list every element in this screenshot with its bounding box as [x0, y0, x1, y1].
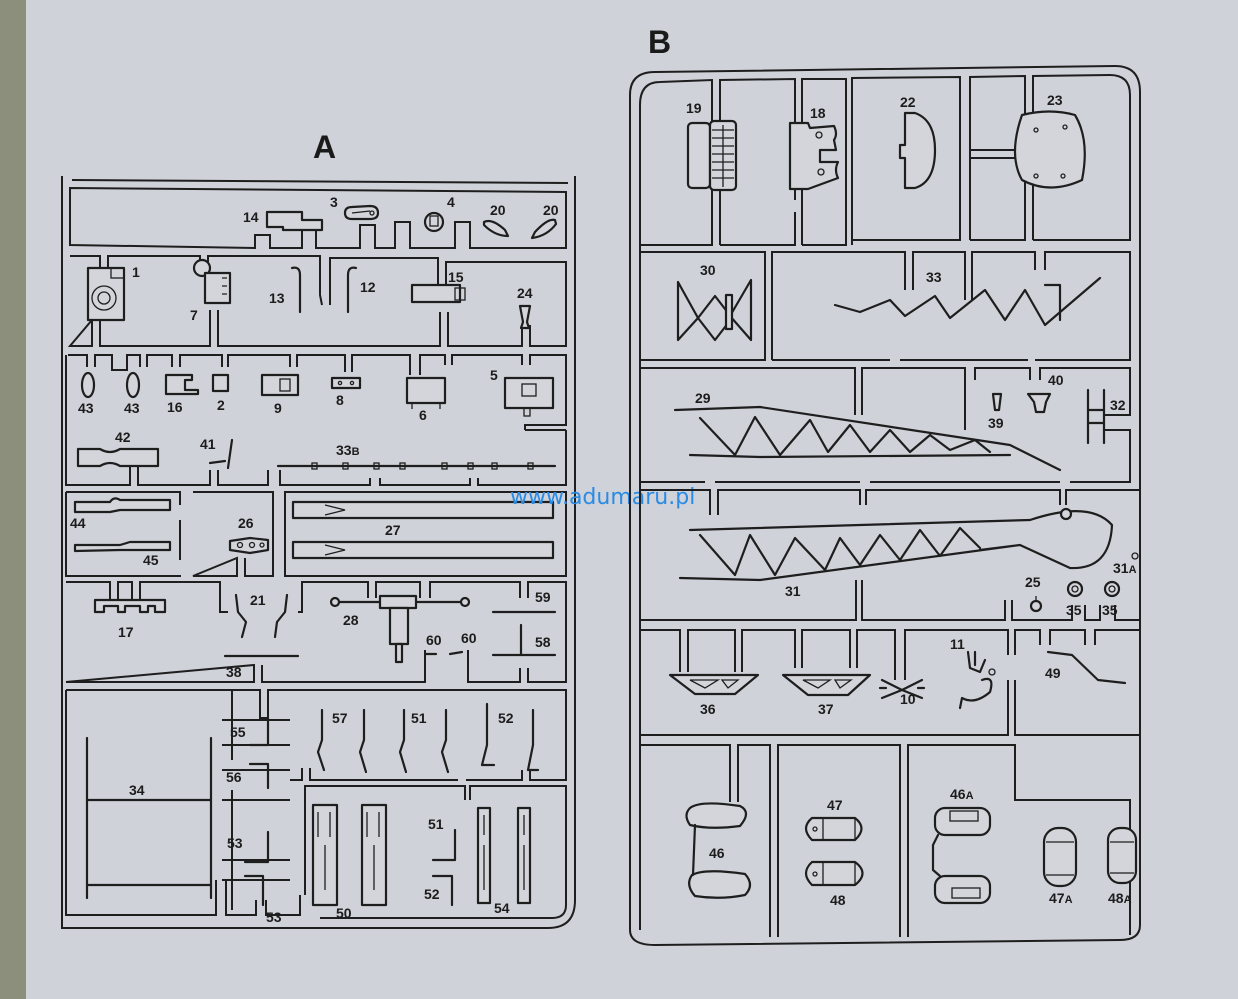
part-11-label: 11	[950, 636, 965, 652]
part-53a-label: 57	[332, 710, 348, 726]
part-26-label: 26	[238, 515, 254, 531]
part-35b-label: 35	[1102, 602, 1118, 618]
part-41-label: 41	[200, 436, 216, 452]
part-31a-label: 31A	[1113, 560, 1137, 576]
part-40-label: 40	[1048, 372, 1064, 388]
part-45-label: 45	[143, 552, 159, 568]
part-22-label: 22	[900, 94, 916, 110]
part-2-label: 2	[217, 397, 225, 413]
part-50-label: 50	[336, 905, 352, 921]
part-12-label: 12	[360, 279, 376, 295]
part-3-label: 3	[330, 194, 338, 210]
frame-a-outline	[61, 176, 576, 929]
part-46a-label: 46A	[950, 786, 974, 802]
part-36-label: 36	[700, 701, 716, 717]
part-13-label: 13	[269, 290, 285, 306]
part-60b-label: 60	[461, 630, 477, 646]
part-14-label: 14	[243, 209, 259, 225]
part-47a-label: 47A	[1049, 890, 1073, 906]
frame-a-letter: A	[313, 129, 336, 165]
part-23-label: 23	[1047, 92, 1063, 108]
part-14-shape	[265, 210, 324, 232]
part-35a-label: 35	[1066, 602, 1082, 618]
part-20a-label: 20	[490, 202, 506, 218]
part-43b-label: 43	[124, 400, 140, 416]
part-42-label: 42	[115, 429, 131, 445]
part-60a-label: 60	[426, 632, 442, 648]
sprue-frame-b: B 19 18 22 23 30 33 29	[629, 24, 1141, 947]
part-37-label: 37	[818, 701, 834, 717]
part-1-label: 1	[132, 264, 140, 280]
part-54-label: 54	[494, 900, 510, 916]
part-10-label: 10	[900, 691, 916, 707]
part-16-label: 16	[167, 399, 183, 415]
part-19-label: 19	[686, 100, 702, 116]
part-51b-label: 51	[428, 816, 444, 832]
part-47-label: 47	[827, 797, 843, 813]
part-52a-label: 53	[266, 909, 282, 925]
frame-b-letter: B	[648, 24, 671, 60]
frame-b-outline	[629, 64, 1141, 947]
part-29-label: 29	[695, 390, 711, 406]
part-30-label: 30	[700, 262, 716, 278]
part-9-label: 9	[274, 400, 282, 416]
part-5-label: 5	[490, 367, 498, 383]
part-33-label: 33	[926, 269, 942, 285]
part-6-label: 6	[419, 407, 427, 423]
part-25-label: 25	[1025, 574, 1041, 590]
part-1-shape	[86, 266, 126, 322]
part-49-label: 49	[1045, 665, 1061, 681]
part-21-label: 21	[250, 592, 266, 608]
part-8-label: 8	[336, 392, 344, 408]
part-44-label: 44	[70, 515, 86, 531]
part-32-label: 32	[1110, 397, 1126, 413]
part-20b-label: 20	[543, 202, 559, 218]
part-52b-label: 52	[424, 886, 440, 902]
part-59-label: 59	[535, 589, 551, 605]
part-34-label: 34	[129, 782, 145, 798]
part-56-label: 56	[226, 769, 242, 785]
part-4-label: 4	[447, 194, 455, 210]
part-46-label: 46	[709, 845, 725, 861]
part-27-label: 27	[385, 522, 401, 538]
part-33b-label: 33B	[336, 442, 360, 458]
part-48a-label: 48A	[1108, 890, 1132, 906]
part-31-label: 31	[785, 583, 801, 599]
part-57-label: 52	[498, 710, 514, 726]
part-43a-label: 43	[78, 400, 94, 416]
part-28-label: 28	[343, 612, 359, 628]
part-55-label: 55	[230, 724, 246, 740]
watermark: www.adumaru.pl	[510, 485, 695, 510]
part-15-label: 15	[448, 269, 464, 285]
part-58-label: 58	[535, 634, 551, 650]
part-7-label: 7	[190, 307, 198, 323]
part-18-label: 18	[810, 105, 826, 121]
part-17-label: 17	[118, 624, 134, 640]
part-24-label: 24	[517, 285, 533, 301]
part-38-label: 38	[226, 664, 242, 680]
sprue-frame-a: A 14 3 4 20	[61, 129, 576, 929]
part-53b-label: 51	[411, 710, 427, 726]
desk-background	[0, 0, 26, 999]
part-48-label: 48	[830, 892, 846, 908]
part-39-label: 39	[988, 415, 1004, 431]
part-51a-label: 53	[227, 835, 243, 851]
